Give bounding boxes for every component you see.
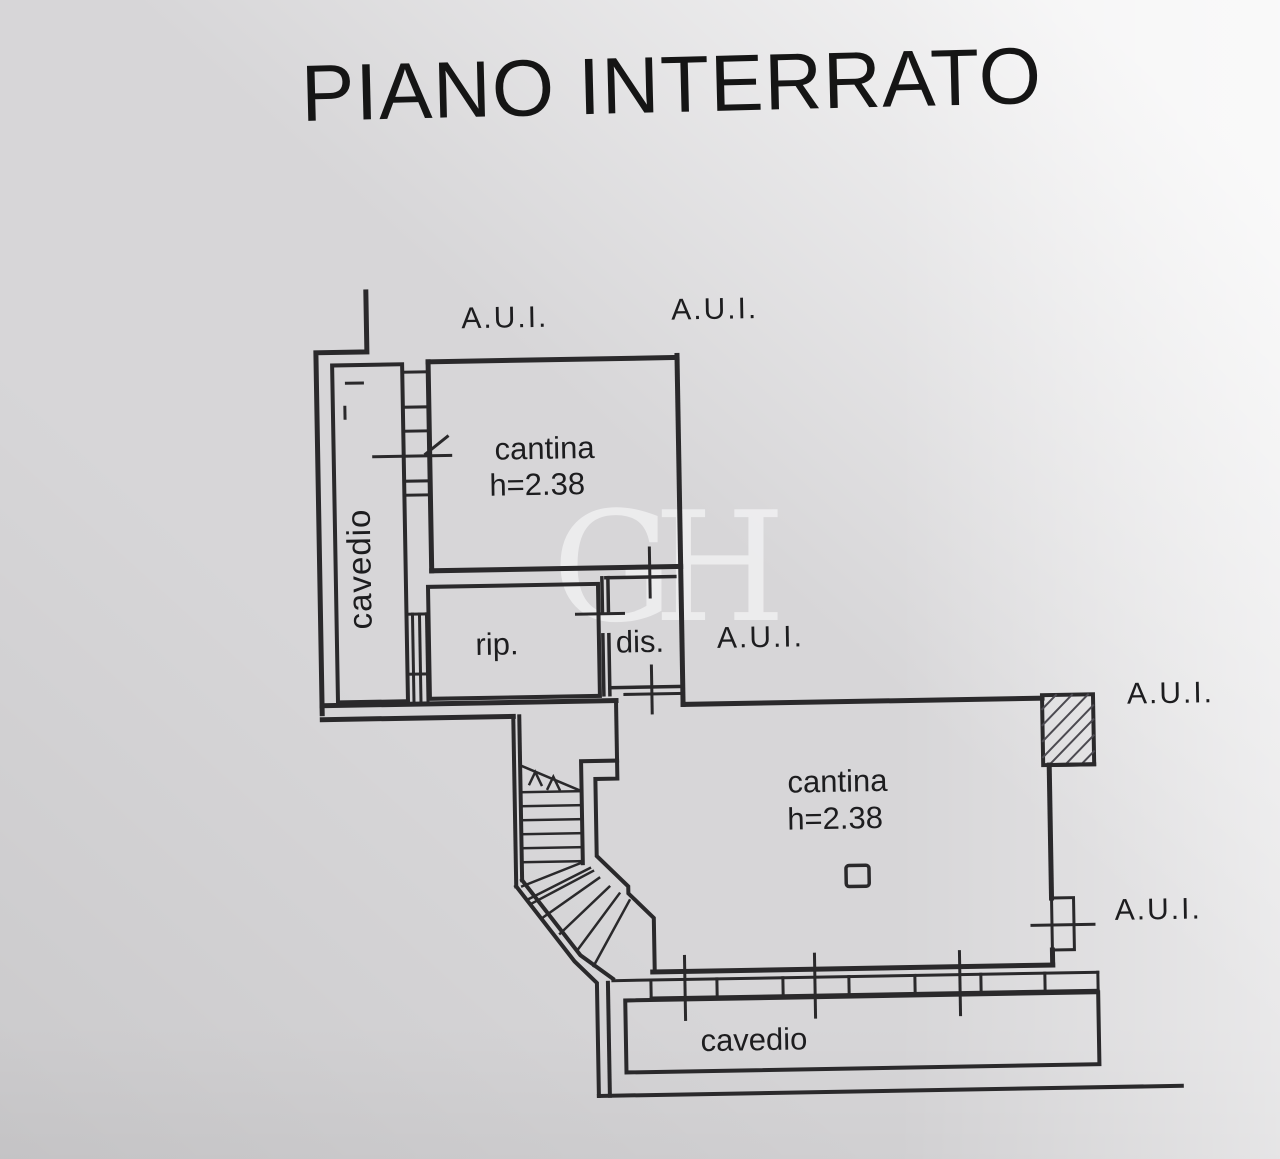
bottom-cavedio-label: cavedio [700,1021,807,1058]
staircase [518,698,657,974]
aui-label-2: A.U.I. [671,292,759,327]
aui-label-5: A.U.I. [1114,892,1202,927]
aui-label-1: A.U.I. [461,301,549,336]
rip-room-walls [425,581,602,701]
stair-treads [518,763,632,968]
lower-cantina-height: h=2.38 [787,800,883,837]
upper-cantina-height: h=2.38 [489,466,585,503]
aui-label-4: A.U.I. [1127,676,1215,711]
lower-cantina-label: cantina [787,763,888,800]
dis-label: dis. [616,624,665,660]
upper-cantina-label: cantina [494,430,595,467]
bottom-cavedio-walls [623,990,1102,1075]
south-window-band [611,950,1100,1021]
aui-label-3: A.U.I. [717,620,805,655]
plan-labels: A.U.I. A.U.I. A.U.I. A.U.I. A.U.I. canti… [340,292,1215,1058]
lower-cantina-walls [650,692,1097,975]
dis-room-walls [574,575,685,715]
outer-walls [313,289,1184,1098]
upper-cantina-walls [425,352,686,707]
hatched-wall [1040,692,1096,767]
rip-label: rip. [475,626,519,662]
floor-drain-symbol [844,863,871,889]
left-cavedio-walls [330,362,411,705]
left-cavedio-label: cavedio [340,508,379,629]
cavedio-window-and-grille [372,370,453,703]
